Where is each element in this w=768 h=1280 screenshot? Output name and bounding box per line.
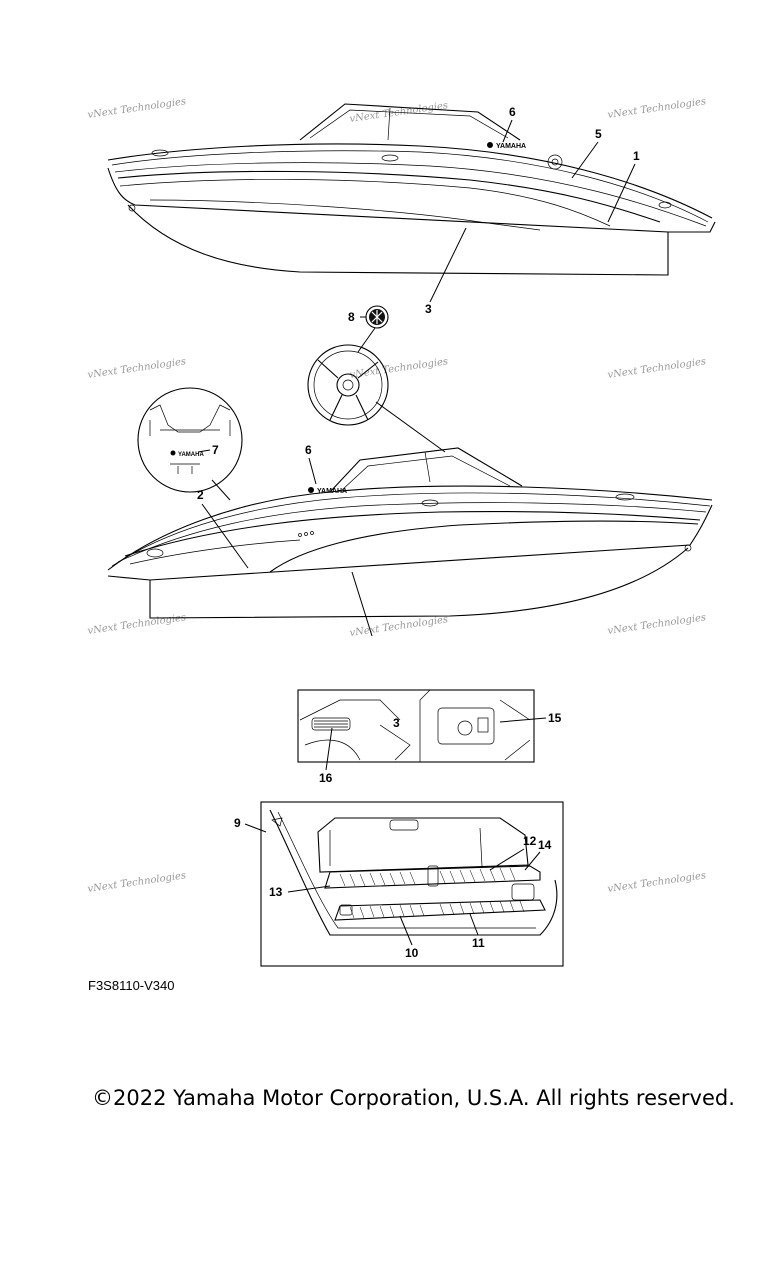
boat1-callouts: 6 5 1 3: [425, 105, 640, 316]
callout-13: 13: [269, 885, 283, 899]
callout-8: 8: [348, 310, 355, 324]
watermark: vNext Technologies: [349, 614, 449, 639]
boat2-callouts: 6 2: [197, 443, 373, 637]
callout-14: 14: [538, 838, 552, 852]
callout-2: 2: [197, 488, 204, 502]
watermarks: vNext Technologies vNext Technologies vN…: [87, 96, 707, 895]
callout-9: 9: [234, 816, 241, 830]
callout-15: 15: [548, 711, 562, 725]
detail-callout-bubble: YAMAHA 7: [137, 387, 243, 501]
watermark: vNext Technologies: [87, 870, 187, 895]
callout-3: 3: [393, 716, 400, 730]
callout-6: 6: [305, 443, 312, 457]
swim-platform-detail-box: 9 12 14 13 10 11: [234, 801, 564, 967]
copyright-notice: ©2022 Yamaha Motor Corporation, U.S.A. A…: [92, 1086, 735, 1110]
console-detail-box: 3 15 16: [297, 689, 562, 785]
brand-logo: YAMAHA: [496, 143, 526, 150]
watermark: vNext Technologies: [607, 870, 707, 895]
callout-7: 7: [212, 443, 219, 457]
steering-wheel-detail: 8: [307, 305, 446, 453]
callout-11: 11: [472, 936, 485, 950]
watermark: vNext Technologies: [607, 612, 707, 637]
figure-code: F3S8110-V340: [88, 978, 175, 993]
watermark: vNext Technologies: [87, 356, 187, 381]
watermark: vNext Technologies: [349, 356, 449, 381]
boat-side-view-port: YAMAHA: [107, 447, 713, 619]
callout-12: 12: [523, 834, 537, 848]
callout-5: 5: [595, 127, 602, 141]
brand-logo: YAMAHA: [178, 452, 204, 458]
watermark: vNext Technologies: [87, 612, 187, 637]
callout-1: 1: [633, 149, 640, 163]
watermark: vNext Technologies: [607, 96, 707, 121]
watermark: vNext Technologies: [87, 96, 187, 121]
callout-16: 16: [319, 771, 333, 785]
brand-logo: YAMAHA: [317, 488, 347, 495]
watermark: vNext Technologies: [607, 356, 707, 381]
callout-3: 3: [425, 302, 432, 316]
callout-6: 6: [509, 105, 516, 119]
callout-10: 10: [405, 946, 419, 960]
boat-side-view-starboard: YAMAHA: [107, 103, 716, 276]
